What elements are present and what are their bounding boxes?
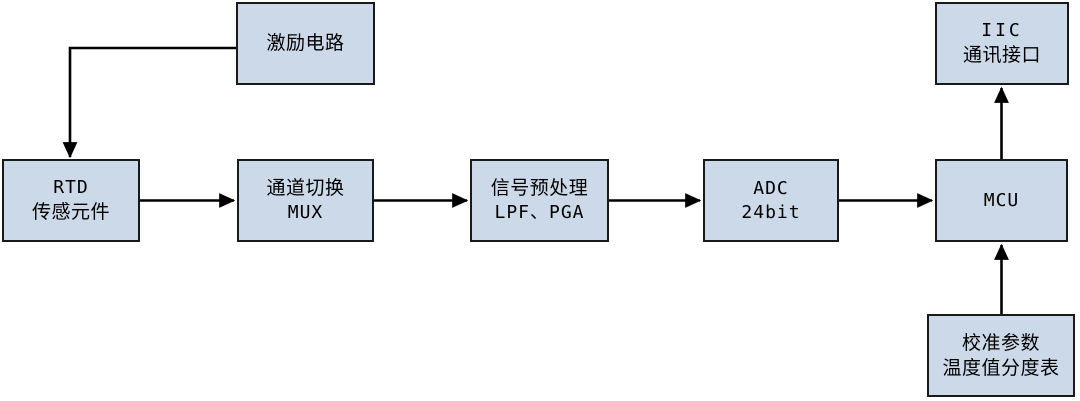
node-adc-line-1: ADC	[753, 178, 789, 200]
node-signal-preprocessing-line-1: 信号预处理	[490, 177, 589, 200]
node-mcu-line-1: MCU	[983, 189, 1020, 211]
node-iic-interface-line-2: 通讯接口	[962, 43, 1041, 66]
node-rtd-sensor-line-2: 传感元件	[31, 200, 110, 223]
node-calibration-table[interactable]: 校准参数 温度值分度表	[927, 314, 1075, 397]
node-iic-interface-line-1: IIC	[981, 20, 1023, 42]
node-iic-interface[interactable]: IIC 通讯接口	[935, 2, 1069, 85]
node-signal-preprocessing-line-2: LPF、PGA	[494, 202, 585, 224]
node-calibration-table-line-1: 校准参数	[961, 331, 1040, 354]
node-signal-preprocessing[interactable]: 信号预处理 LPF、PGA	[470, 159, 609, 242]
node-mcu[interactable]: MCU	[935, 159, 1068, 242]
edge-excitation-to-rtd	[62, 46, 236, 159]
node-excitation-circuit-line-1: 激励电路	[266, 32, 345, 55]
node-adc-line-2: 24bit	[741, 201, 801, 223]
node-rtd-sensor-line-1: RTD	[53, 177, 89, 199]
node-channel-mux-line-2: MUX	[287, 202, 324, 224]
node-adc[interactable]: ADC 24bit	[703, 159, 839, 242]
node-excitation-circuit[interactable]: 激励电路	[236, 2, 375, 85]
node-calibration-table-line-2: 温度值分度表	[942, 356, 1060, 379]
node-rtd-sensor[interactable]: RTD 传感元件	[2, 159, 140, 242]
node-channel-mux[interactable]: 通道切换 MUX	[237, 159, 374, 242]
node-channel-mux-line-1: 通道切换	[266, 177, 345, 200]
